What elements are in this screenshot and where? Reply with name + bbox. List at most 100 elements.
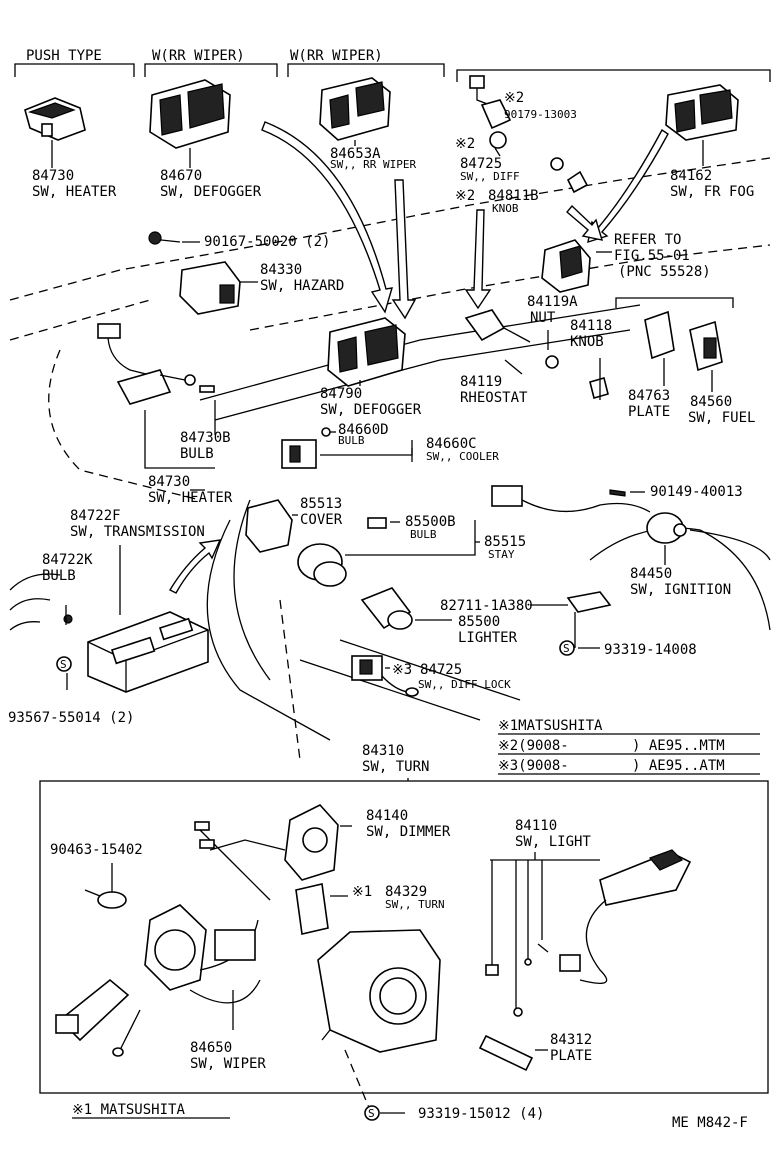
label-84730-name: SW, HEATER: [32, 184, 117, 200]
label-85500b-num: 85500B: [405, 514, 456, 530]
label-85500-name: LIGHTER: [458, 630, 518, 646]
label-84118-name: KNOB: [570, 334, 604, 350]
label-93567: 93567-55014 (2): [8, 710, 134, 726]
dimmer-switch-84140: [194, 804, 339, 901]
combination-switch-base: [317, 929, 441, 1053]
svg-text:S: S: [368, 1107, 375, 1120]
label-84725-mid-name: SW,, DIFF LOCK: [418, 678, 511, 691]
footnote: ※1 MATSUSHITA: [72, 1102, 185, 1118]
screw-symbol-93567: S: [56, 656, 72, 672]
label-84725-mid-mark: ※3: [392, 662, 412, 678]
screw-90167: [148, 231, 181, 245]
svg-text:S: S: [563, 642, 570, 655]
label-84450-num: 84450: [630, 566, 672, 582]
label-84730-num: 84730: [32, 168, 74, 184]
label-84450-name: SW, IGNITION: [630, 582, 731, 598]
label-84725-mark: ※2: [455, 136, 475, 152]
label-84110-name: SW, LIGHT: [515, 834, 591, 850]
label-93319-14008: 93319-14008: [604, 642, 697, 658]
leader-lines-lower: [111, 825, 536, 1114]
label-84722f-name: SW, TRANSMISSION: [70, 524, 205, 540]
label-84725-num: 84725: [460, 156, 502, 172]
lighter-85500: [360, 587, 413, 630]
lighter-bracket-82711: [566, 591, 612, 613]
label-84119-name: RHEOSTAT: [460, 390, 528, 406]
light-switch-84110: [485, 849, 692, 1017]
label-84722k-name: BULB: [42, 568, 76, 584]
label-82711: 82711-1A380: [440, 598, 533, 614]
label-84310-num: 84310: [362, 743, 404, 759]
label-84329-num: 84329: [385, 884, 427, 900]
label-84119a-name: NUT: [530, 310, 556, 326]
label-84312-name: PLATE: [550, 1048, 592, 1064]
label-85515-num: 85515: [484, 534, 526, 550]
band-clip-90463: [84, 889, 127, 909]
label-84660c-name: SW,, COOLER: [426, 450, 499, 463]
label-84660d-num: 84660D: [338, 422, 389, 438]
label-90463: 90463-15402: [50, 842, 143, 858]
label-85513-name: COVER: [300, 512, 343, 528]
lighter-cover-85513: [245, 499, 293, 553]
defogger-switch-84670: [149, 79, 231, 149]
label-refer-2: FIG.55-01: [614, 248, 690, 264]
label-refer-3: (PNC 55528): [618, 264, 711, 280]
label-84329-mark: ※1: [352, 884, 372, 900]
label-84650-name: SW, WIPER: [190, 1056, 266, 1072]
label-90179-mark: ※2: [504, 90, 524, 106]
label-84140-num: 84140: [366, 808, 408, 824]
label-84329-name: SW,, TURN: [385, 898, 445, 911]
label-84660c-num: 84660C: [426, 436, 477, 452]
legend-line-1: ※1MATSUSHITA: [498, 718, 603, 734]
figure-code: ME M842-F: [672, 1115, 748, 1131]
label-84763-num: 84763: [628, 388, 670, 404]
label-84725-mid-num: 84725: [420, 662, 462, 678]
label-84650-num: 84650: [190, 1040, 232, 1056]
rheostat-84119: [464, 309, 609, 399]
leader-lines-top: [51, 140, 713, 690]
hazard-switch-84330: [179, 261, 241, 315]
screw-symbol-93319-14008: S: [559, 640, 575, 656]
legend-line-2a: ※2(9008-: [498, 738, 569, 754]
heater-push-switch: [24, 97, 86, 141]
label-85500b-name: BULB: [410, 528, 437, 541]
lighter-bulb-85500b: [367, 517, 387, 529]
label-84670-name: SW, DEFOGGER: [160, 184, 262, 200]
header-push-type: PUSH TYPE: [26, 48, 102, 64]
label-84722k-num: 84722K: [42, 552, 93, 568]
label-84811b-num: 84811B: [488, 188, 539, 204]
transmission-switch-84722f: [63, 611, 209, 693]
fuel-switch-84560: [689, 320, 723, 372]
svg-text:S: S: [60, 658, 67, 671]
label-90167: 90167-50020 (2): [204, 234, 330, 250]
label-84330-num: 84330: [260, 262, 302, 278]
defogger-switch-84790: [327, 317, 406, 387]
turn-switch-84329: [295, 883, 329, 935]
label-refer-1: REFER TO: [614, 232, 681, 248]
label-84730b-num: 84730B: [180, 430, 231, 446]
label-85515-name: STAY: [488, 548, 515, 561]
legend-box: [498, 733, 760, 775]
label-93319-15012: 93319-15012 (4): [418, 1106, 544, 1122]
label-84725-name: SW,, DIFF: [460, 170, 520, 183]
label-84312-num: 84312: [550, 1032, 592, 1048]
label-84119a-num: 84119A: [527, 294, 578, 310]
label-84330-name: SW, HAZARD: [260, 278, 344, 294]
label-84763-name: PLATE: [628, 404, 670, 420]
label-84730b-name: BULB: [180, 446, 214, 462]
label-84730-mid-num: 84730: [148, 474, 190, 490]
rr-wiper-switch-84653a: [319, 77, 391, 141]
turn-switch-frame: [39, 778, 769, 1094]
refer-panel: [541, 239, 591, 293]
label-90149: 90149-40013: [650, 484, 743, 500]
label-84722f-num: 84722F: [70, 508, 121, 524]
label-84790-num: 84790: [320, 386, 362, 402]
lpg-bracket: [615, 297, 734, 308]
legend-line-3b: ) AE95..ATM: [632, 758, 725, 774]
screw-symbol-93319-15012: S: [364, 1105, 380, 1121]
wiper-switch-84650: [55, 904, 261, 1057]
fr-fog-switch-84162: [665, 84, 739, 141]
label-84310-name: SW, TURN: [362, 759, 429, 775]
label-84140-name: SW, DIMMER: [366, 824, 451, 840]
label-84560-num: 84560: [690, 394, 732, 410]
legend-line-3a: ※3(9008-: [498, 758, 569, 774]
